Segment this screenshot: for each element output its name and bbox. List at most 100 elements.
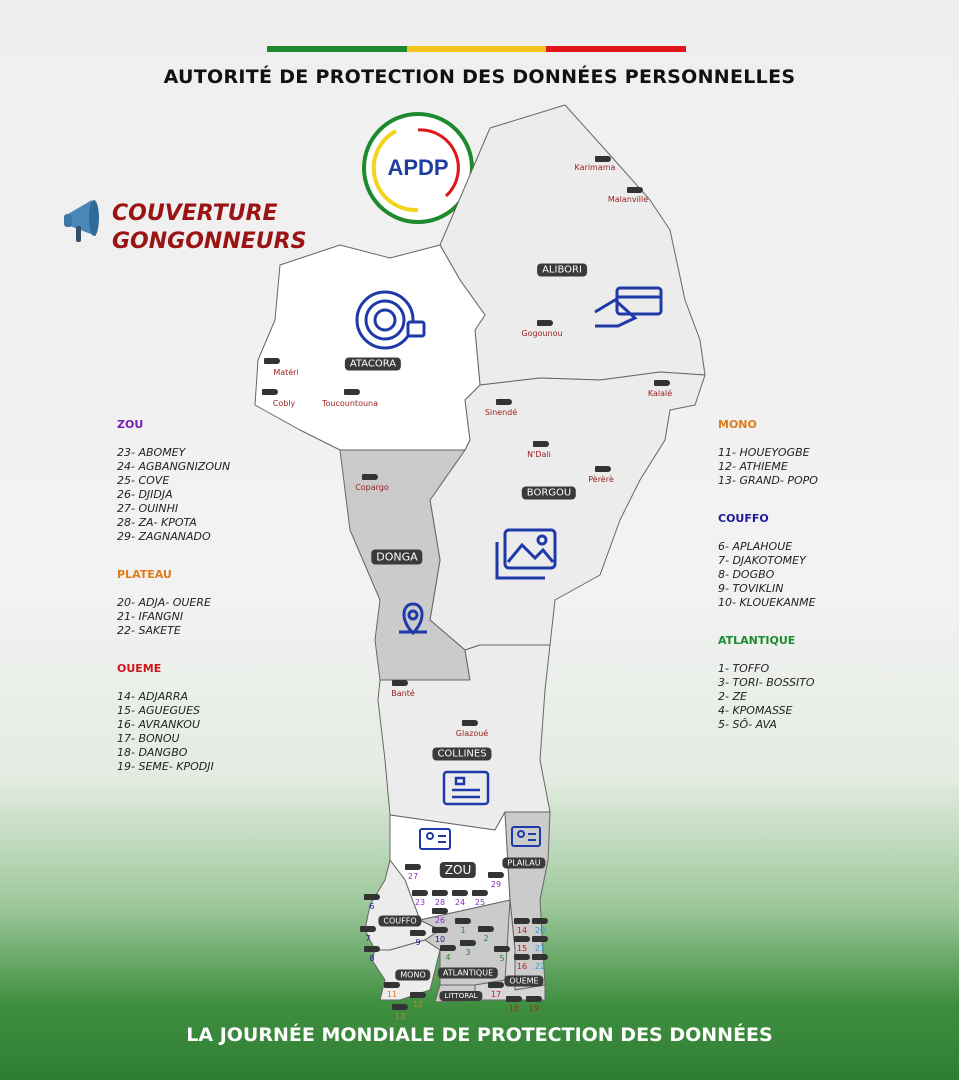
legend-item: 20- ADJA- OUERE [117,596,211,609]
region-alibori [439,104,706,386]
megaphone-icon [432,927,448,933]
legend-item: 23- ABOMEY [117,446,186,459]
town-label: Matéri [273,368,299,377]
region-borgou [429,371,706,651]
legend-item: 8- DOGBO [718,568,775,581]
footer-text: LA JOURNÉE MONDIALE DE PROTECTION DES DO… [186,1024,773,1046]
legend-item: 9- TOVIKLIN [718,582,784,595]
legend-group-title: OUEME [117,662,162,675]
legend-item: 15- AGUEGUES [117,704,201,717]
megaphone-icon [627,187,643,193]
commune-number: 19 [528,1004,540,1013]
megaphone-icon [432,890,448,896]
region-atacora [254,244,486,451]
legend-item: 7- DJAKOTOMEY [718,554,806,567]
town-label: Cobly [272,399,296,408]
commune-number: 11 [386,990,398,999]
commune-number: 12 [412,1000,424,1009]
legend-item: 19- SEME- KPODJI [117,760,214,773]
commune-number: 14 [516,926,528,935]
megaphone-icon [472,890,488,896]
town-label: Gogounou [521,329,563,338]
megaphone-icon [478,926,494,932]
commune-number: 2 [483,934,489,943]
commune-number: 4 [445,953,451,962]
megaphone-icon [462,720,478,726]
flag-stripe [267,46,687,52]
megaphone-icon [654,380,670,386]
legend-group-title: PLATEAU [117,568,172,581]
dept-label-littoral: LITTORAL [439,991,483,1001]
commune-number: 8 [369,954,375,963]
megaphone-icon [440,945,456,951]
megaphone-icon [506,996,522,1002]
flag-red [546,46,687,52]
commune-number: 21 [534,944,546,953]
legend-item: 18- DANGBO [117,746,188,759]
town-label: Toucountouna [322,399,378,408]
legend-item: 16- AVRANKOU [117,718,200,731]
legend-item: 1- TOFFO [718,662,770,675]
town-label: Kalalé [647,389,673,398]
town-label: Copargo [355,483,389,492]
heading-line1: COUVERTURE [112,201,278,226]
megaphone-icon [384,982,400,988]
legend-item: 3- TORI- BOSSITO [718,676,815,689]
commune-number: 23 [414,898,426,907]
commune-number: 1 [460,926,466,935]
megaphone-icon [460,940,476,946]
page-title: AUTORITÉ DE PROTECTION DES DONNÉES PERSO… [163,66,796,88]
megaphone-icon [488,982,504,988]
legend-item: 26- DJIDJA [117,488,173,501]
commune-number: 25 [474,898,486,907]
legend-group-title: ATLANTIQUE [718,634,796,647]
megaphone-icon [595,156,611,162]
legend-item: 5- SÔ- AVA [718,718,777,731]
commune-number: 17 [490,990,502,999]
legend-item: 14- ADJARRA [117,690,189,703]
region-oueme [474,899,546,1001]
commune-number: 7 [365,934,371,943]
flag-green [267,46,407,52]
legend-item: 28- ZA- KPOTA [117,516,197,529]
commune-number: 22 [534,962,546,971]
megaphone-icon [410,930,426,936]
coverage-heading: COUVERTURE GONGONNEURS [112,200,306,256]
dept-label-couffo: COUFFO [378,915,422,927]
megaphone-icon [533,441,549,447]
megaphone-icon [360,926,376,932]
legend-item: 21- IFANGNI [117,610,184,623]
image-icon [495,528,557,580]
dept-label-collines: COLLINES [432,747,492,761]
commune-number: 3 [465,948,471,957]
legend-item: 27- OUINHI [117,502,179,515]
megaphone-icon [262,389,278,395]
town-label: Malanville [607,195,649,204]
dept-label-plateau: PLAILAU [502,857,546,869]
commune-number: 27 [407,872,419,881]
dept-label-mono: MONO [395,969,431,981]
dept-label-alibori: ALIBORI [537,263,587,277]
town-label: Pèrèrè [588,475,614,484]
megaphone-icon [64,200,99,242]
commune-number: 15 [516,944,528,953]
legend-item: 6- APLAHOUE [718,540,793,553]
megaphone-icon [514,936,530,942]
legend-item: 24- AGBANGNIZOUN [117,460,231,473]
megaphone-icon [412,890,428,896]
commune-number: 6 [369,902,375,911]
dept-label-oueme: OUEME [504,975,544,987]
location-pin-icon [399,602,427,636]
megaphone-icon [488,872,504,878]
legend-item: 17- BONOU [117,732,180,745]
dept-label-atlantique: ATLANTIQUE [437,967,499,979]
megaphone-icon [496,399,512,405]
commune-number: 28 [434,898,446,907]
